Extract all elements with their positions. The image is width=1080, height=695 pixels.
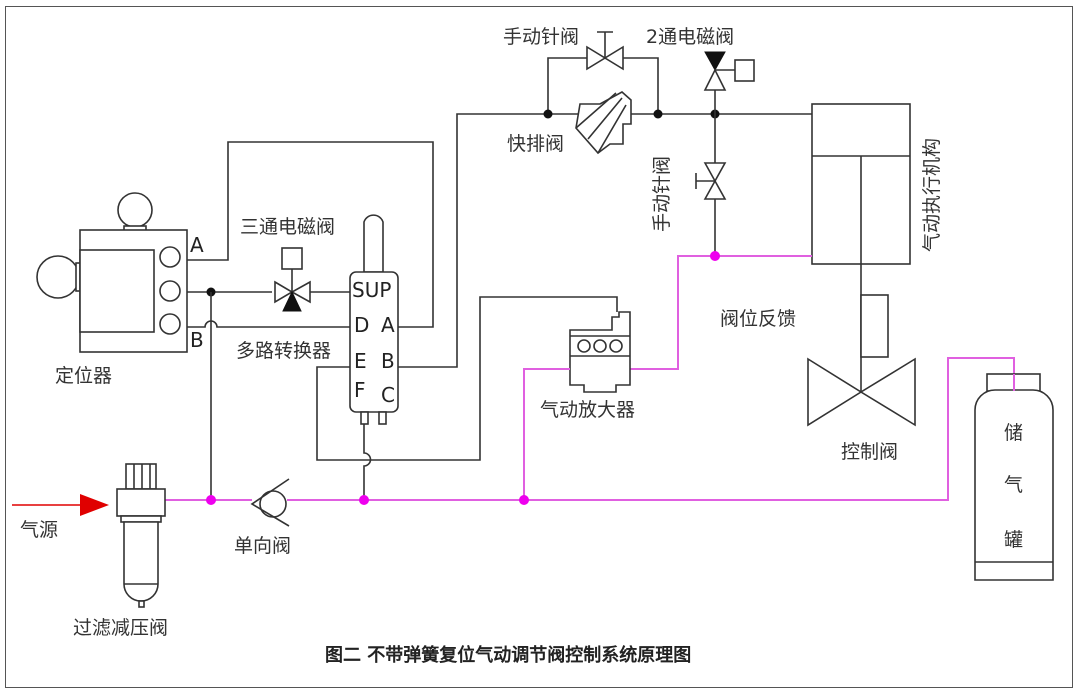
port-e: E — [354, 349, 367, 373]
switch-bottom-port — [378, 411, 387, 425]
line-switch-to-supply — [363, 424, 372, 500]
port-sup: SUP — [352, 278, 391, 302]
valve-triangle-bottom — [703, 179, 727, 200]
air-source: 气源 — [12, 494, 109, 541]
quick-exhaust-hatch — [575, 92, 627, 154]
air-source-label: 气源 — [20, 519, 58, 541]
multiway-switch: SUP D A E B F C 多路转换器 — [236, 214, 399, 425]
tank-body — [974, 389, 1054, 581]
positioner-gauge-left — [36, 255, 80, 299]
figure-caption: 图二 不带弹簧复位气动调节阀控制系统原理图 — [325, 644, 691, 666]
positioner-label: 定位器 — [55, 365, 112, 387]
supply-node — [519, 495, 529, 505]
positioner-gauge-top — [117, 192, 153, 228]
valve-triangle-right — [603, 45, 624, 71]
diagram-frame — [5, 6, 1073, 688]
positioner-display — [79, 249, 155, 333]
amplifier-port — [609, 339, 623, 353]
amplifier-bands — [570, 335, 630, 357]
drain-valve — [138, 600, 145, 608]
regulator-head — [116, 488, 166, 517]
multiway-switch-label: 多路转换器 — [236, 340, 331, 362]
air-tank-label-char: 罐 — [1004, 529, 1023, 551]
valve-triangle-left — [586, 45, 607, 71]
line-bypass-left — [547, 57, 588, 114]
valve-triangle-bottom — [703, 68, 727, 91]
needle-handle — [597, 31, 613, 58]
needle-valve-top: 手动针阀 — [503, 26, 624, 71]
pneumatic-actuator: 气动执行机构 — [811, 103, 943, 392]
check-valve: 单向阀 — [234, 478, 291, 557]
valve-triangle-bottom — [282, 290, 302, 312]
quick-exhaust-valve: 快排阀 — [507, 91, 632, 155]
three-way-solenoid: 三通电磁阀 — [240, 216, 335, 312]
control-valve-label: 控制阀 — [841, 441, 898, 463]
positioner-port-circle — [159, 280, 181, 302]
valve-triangle-top — [704, 51, 726, 72]
line-feedback — [630, 255, 812, 370]
control-valve: 控制阀 — [807, 357, 916, 463]
air-tank: 储 气 罐 — [974, 373, 1054, 581]
pneumatic-amplifier: 气动放大器 — [540, 311, 635, 421]
positioner-port-circle — [159, 246, 181, 268]
line-switch-b-to-main — [398, 113, 548, 368]
supply-node — [359, 495, 369, 505]
filter-bowl — [123, 521, 159, 602]
amplifier-port — [577, 339, 591, 353]
valve-triangle-left — [274, 280, 294, 304]
positioner-port-a-label: A — [190, 233, 204, 257]
quick-exhaust-label: 快排阀 — [507, 133, 564, 155]
port-b: B — [381, 349, 395, 373]
positioner-port-circle — [159, 313, 181, 335]
two-way-solenoid: 2通电磁阀 — [646, 26, 755, 114]
positioner-port-b-label: B — [190, 328, 204, 352]
check-valve-label: 单向阀 — [234, 535, 291, 557]
regulator-knob — [125, 463, 157, 490]
filter-regulator-label: 过滤减压阀 — [73, 617, 168, 639]
port-c: C — [381, 383, 395, 407]
port-f: F — [354, 378, 366, 402]
actuator-label: 气动执行机构 — [921, 138, 943, 252]
filter-regulator: 过滤减压阀 — [73, 463, 168, 639]
positioner: A B 定位器 — [36, 192, 204, 387]
position-feedback-label: 阀位反馈 — [720, 308, 796, 330]
knob-grip — [133, 464, 151, 489]
needle-valve-top-label: 手动针阀 — [503, 26, 579, 48]
supply-node — [710, 251, 720, 261]
needle-valve-side: 手动针阀 — [651, 114, 727, 256]
solenoid-coil — [281, 247, 303, 270]
junction-node — [653, 109, 663, 119]
valve-triangle-top — [703, 162, 727, 183]
amplifier-port — [593, 339, 607, 353]
three-way-solenoid-label: 三通电磁阀 — [240, 216, 335, 238]
air-tank-label-char: 储 — [1004, 422, 1023, 444]
feedback-block — [860, 294, 889, 358]
check-valve-ball — [259, 490, 287, 518]
line-bypass-right — [623, 57, 659, 114]
two-way-solenoid-label: 2通电磁阀 — [646, 26, 734, 48]
port-a: A — [381, 313, 395, 337]
valve-triangle-left — [807, 357, 863, 427]
needle-valve-side-label: 手动针阀 — [651, 156, 673, 232]
supply-node — [206, 495, 216, 505]
solenoid-coil — [734, 59, 755, 82]
source-arrow-icon — [80, 494, 109, 516]
pneumatic-amplifier-label: 气动放大器 — [540, 399, 635, 421]
switch-top-handle — [363, 214, 384, 273]
air-tank-label-char: 气 — [1004, 474, 1023, 496]
needle-handle — [695, 173, 715, 189]
line-switch-e-to-amplifier — [316, 296, 618, 461]
valve-triangle-right — [859, 357, 916, 427]
junction-node — [543, 109, 553, 119]
switch-body — [349, 271, 399, 413]
supply-line-to-tank — [287, 357, 1015, 501]
regulator-collar — [120, 515, 162, 523]
actuator-piston — [812, 155, 910, 264]
port-d: D — [354, 313, 369, 337]
check-valve-seat — [250, 478, 290, 527]
line-positioner-a-to-switch-a — [187, 141, 434, 328]
switch-bottom-port — [360, 411, 369, 425]
line-amplifier-supply — [523, 368, 570, 500]
